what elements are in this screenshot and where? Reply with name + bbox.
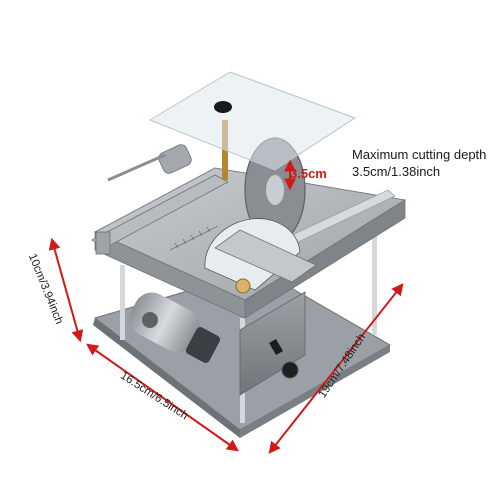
depth-arrow xyxy=(268,283,404,454)
pillar-back-right xyxy=(372,225,377,335)
table-scale xyxy=(169,225,219,251)
speed-knob xyxy=(281,361,299,379)
caption-value: 3.5cm/1.38inch xyxy=(352,164,441,179)
caption-title: Maximum cutting depth xyxy=(352,147,487,162)
drill-chuck xyxy=(107,144,192,182)
pillar-front-left xyxy=(120,265,125,340)
acrylic-guard xyxy=(148,71,357,171)
height-arrow xyxy=(48,237,84,343)
cutting-depth-caption: Maximum cutting depth 3.5cm/1.38inch xyxy=(352,146,486,180)
width-arrow xyxy=(86,343,239,452)
guard-knob xyxy=(214,101,232,113)
miter-protractor xyxy=(204,218,317,294)
cut-depth-label: 3.5cm xyxy=(290,166,327,181)
